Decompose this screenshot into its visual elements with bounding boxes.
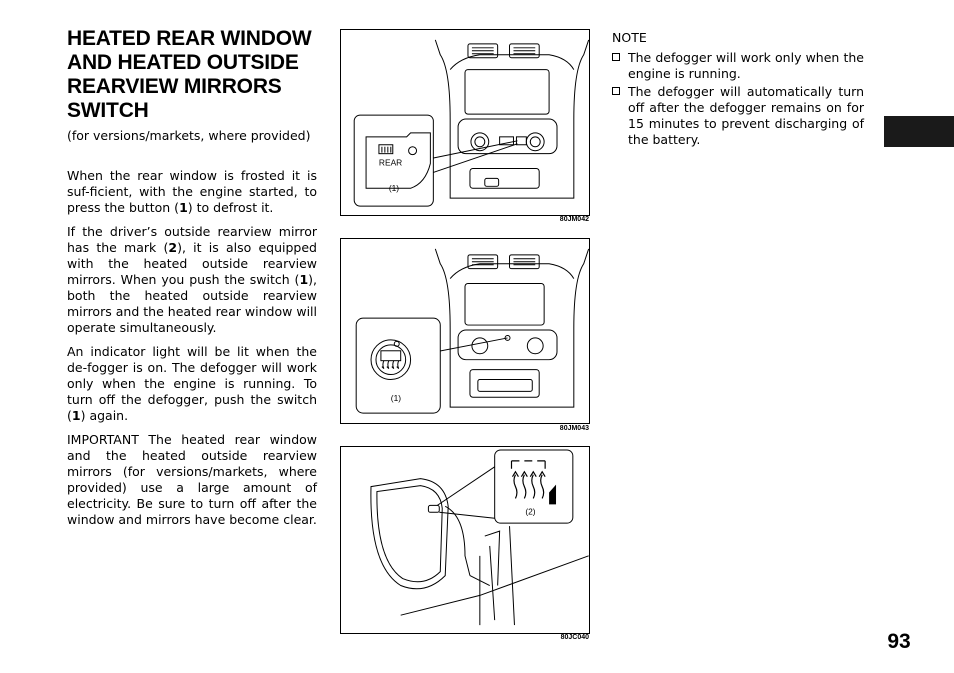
text-run: ), both the heated outside rearview mirr… <box>67 272 317 335</box>
paragraph-2: If the driver’s outside rearview mirror … <box>67 224 317 336</box>
paragraph-important: IMPORTANT The heated rear window and the… <box>67 432 317 527</box>
figure-1-code: 80JM042 <box>559 216 589 223</box>
mirror-heater-mark-icon <box>510 460 546 499</box>
page-title: HEATED REAR WINDOW AND HEATED OUTSIDE RE… <box>67 27 312 122</box>
ref-number: 1 <box>179 200 188 215</box>
figure-3-callout: (2) <box>525 506 535 516</box>
mirror-illustration: (2) <box>370 449 589 626</box>
rear-button-text: REAR <box>379 158 402 168</box>
note-heading: NOTE <box>612 30 647 45</box>
rear-defrost-button-icon <box>365 132 431 189</box>
note-section: NOTE The defogger will work only when th… <box>612 30 864 150</box>
text-run: If the driver’s outside rearview mirror … <box>67 224 317 255</box>
ref-number: 1 <box>299 272 309 287</box>
text-run: When the rear window is frosted it is su… <box>67 168 317 215</box>
section-tab <box>884 116 954 147</box>
text-run: An indicator light will be lit when the … <box>67 344 317 423</box>
note-item-text: The defogger will work only when the eng… <box>628 50 864 81</box>
ref-number: 1 <box>71 408 81 423</box>
page-number: 93 <box>887 630 911 653</box>
figure-dashboard-defogger-switch: (1) <box>340 238 590 424</box>
figure-dashboard-rear-button: REAR (1) <box>340 29 590 216</box>
figure-2-callout: (1) <box>391 393 401 403</box>
mirror-corner-mark <box>549 484 557 505</box>
dashboard-illustration: REAR (1) <box>353 39 589 207</box>
note-item: The defogger will automatically turn off… <box>612 84 864 148</box>
defogger-switch-icon <box>370 339 412 380</box>
figure-outside-mirror: (2) <box>340 446 590 634</box>
dashboard-illustration: (1) <box>355 248 589 414</box>
note-item-text: The defogger will automatically turn off… <box>628 84 864 147</box>
figure-3-code: 80JC040 <box>560 634 589 641</box>
body-text: When the rear window is frosted it is su… <box>67 168 317 536</box>
checkbox-bullet-icon <box>612 53 620 61</box>
paragraph-1: When the rear window is frosted it is su… <box>67 168 317 216</box>
figure-2-code: 80JM043 <box>559 425 589 432</box>
figure-1-callout: (1) <box>389 183 399 193</box>
checkbox-bullet-icon <box>612 87 620 95</box>
text-run: ) to defrost it. <box>187 200 274 215</box>
text-run: ), it is also equipped with the heated o… <box>67 240 317 287</box>
ref-number: 2 <box>168 240 178 255</box>
paragraph-3: An indicator light will be lit when the … <box>67 344 317 424</box>
subtitle: (for versions/markets, where provided) <box>67 128 311 143</box>
text-run: ) again. <box>80 408 129 423</box>
note-item: The defogger will work only when the eng… <box>612 50 864 82</box>
